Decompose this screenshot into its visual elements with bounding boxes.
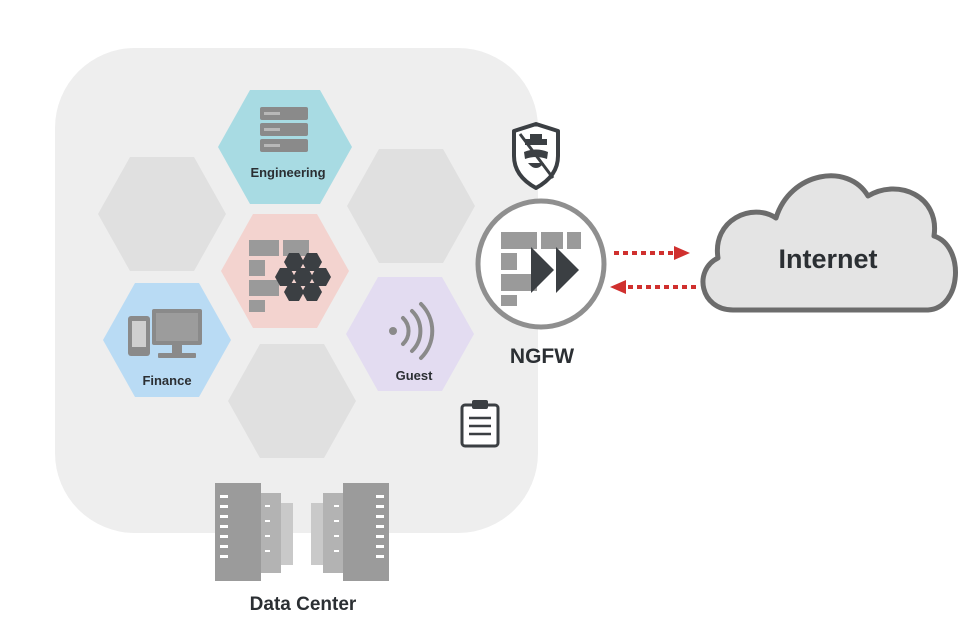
- clipboard-icon: [460, 400, 500, 448]
- empty-segment-hex: [347, 149, 475, 263]
- server-racks-icon: [215, 483, 389, 581]
- workstation-icon: [128, 309, 202, 358]
- inbound-traffic-arrow: [610, 280, 696, 294]
- spy-shield-icon: [512, 122, 560, 190]
- outbound-traffic-arrow: [614, 246, 690, 260]
- empty-segment-hex: [228, 344, 356, 458]
- internet-label: Internet: [778, 244, 877, 274]
- firewall-forward-icon: [475, 198, 607, 330]
- firewall-segmentation-icon: [249, 240, 331, 312]
- ngfw-label: NGFW: [510, 345, 574, 368]
- engineering-label: Engineering: [250, 165, 325, 180]
- cloud-icon: [700, 173, 958, 313]
- server-icon: [260, 107, 308, 152]
- finance-label: Finance: [142, 373, 191, 388]
- guest-label: Guest: [396, 368, 434, 383]
- empty-segment-hex: [98, 157, 226, 271]
- wifi-icon: [389, 302, 435, 360]
- data-center-label: Data Center: [250, 594, 357, 615]
